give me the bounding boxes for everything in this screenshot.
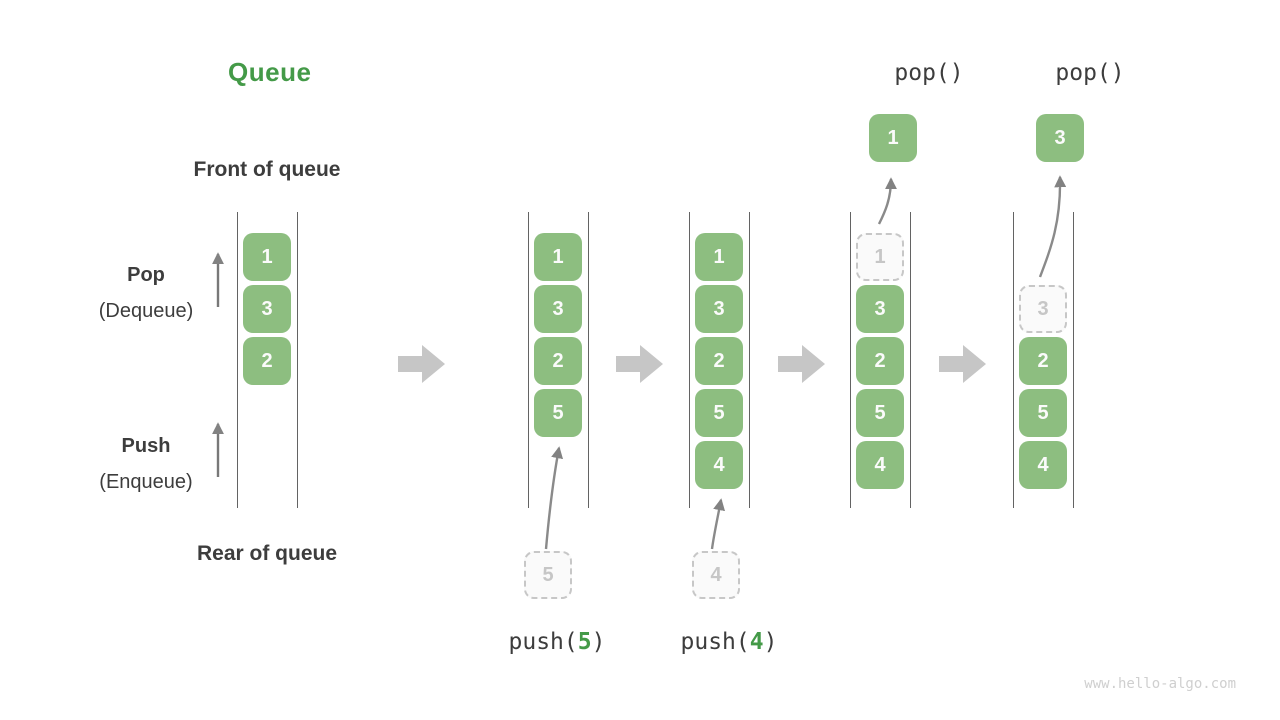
queue-item: 2 bbox=[856, 337, 904, 385]
push-call-close: ) bbox=[591, 629, 606, 655]
queue-item: 1 bbox=[534, 233, 582, 281]
push-call-fn: push( bbox=[508, 629, 578, 655]
front-of-queue-label: Front of queue bbox=[193, 158, 341, 181]
staged-item-4: 4 bbox=[692, 551, 740, 599]
queue-item: 3 bbox=[856, 285, 904, 333]
queue-item: 3 bbox=[534, 285, 582, 333]
pop-label: Pop bbox=[127, 264, 165, 286]
push-call-label-1: push(5) bbox=[457, 629, 657, 655]
queue-state-5: 3 2 5 4 bbox=[1013, 212, 1074, 508]
staged-item-5: 5 bbox=[524, 551, 572, 599]
queue-state-2: 1 3 2 5 bbox=[528, 212, 589, 508]
push-call-label-2: push(4) bbox=[629, 629, 829, 655]
watermark: www.hello-algo.com bbox=[1084, 676, 1236, 692]
popped-item-2: 3 bbox=[1036, 114, 1084, 162]
state-transition-arrow-3 bbox=[778, 345, 825, 383]
push-label: Push bbox=[121, 435, 171, 457]
queue-item: 5 bbox=[1019, 389, 1067, 437]
queue-state-1: 1 3 2 bbox=[237, 212, 298, 508]
rear-of-queue-label: Rear of queue bbox=[196, 542, 338, 565]
queue-state-4: 1 3 2 5 4 bbox=[850, 212, 911, 508]
state-transition-arrow-2 bbox=[616, 345, 663, 383]
popped-item-1: 1 bbox=[869, 114, 917, 162]
state-transition-arrow-1 bbox=[398, 345, 445, 383]
enqueue-label: (Enqueue) bbox=[99, 471, 193, 493]
queue-item: 5 bbox=[534, 389, 582, 437]
push-call-close: ) bbox=[763, 629, 778, 655]
queue-item: 3 bbox=[243, 285, 291, 333]
queue-item: 3 bbox=[695, 285, 743, 333]
dequeue-label: (Dequeue) bbox=[98, 300, 194, 322]
queue-item-ghost: 3 bbox=[1019, 285, 1067, 333]
queue-item-ghost: 1 bbox=[856, 233, 904, 281]
queue-item: 4 bbox=[856, 441, 904, 489]
pop-call-label-1: pop() bbox=[894, 60, 964, 86]
page-title: Queue bbox=[228, 57, 312, 87]
queue-item: 4 bbox=[1019, 441, 1067, 489]
push-call-fn: push( bbox=[680, 629, 750, 655]
push-enqueue-label: Push (Enqueue) bbox=[46, 428, 246, 500]
queue-item: 2 bbox=[534, 337, 582, 385]
state-transition-arrow-4 bbox=[939, 345, 986, 383]
queue-item: 4 bbox=[695, 441, 743, 489]
queue-item: 2 bbox=[1019, 337, 1067, 385]
queue-item: 1 bbox=[243, 233, 291, 281]
push-call-arg: 4 bbox=[749, 629, 764, 655]
queue-item: 1 bbox=[695, 233, 743, 281]
queue-state-3: 1 3 2 5 4 bbox=[689, 212, 750, 508]
queue-item: 2 bbox=[243, 337, 291, 385]
pop-dequeue-label: Pop (Dequeue) bbox=[46, 257, 246, 329]
push-call-arg: 5 bbox=[577, 629, 592, 655]
queue-item: 2 bbox=[695, 337, 743, 385]
queue-item: 5 bbox=[856, 389, 904, 437]
pop-call-label-2: pop() bbox=[1055, 60, 1125, 86]
queue-item: 5 bbox=[695, 389, 743, 437]
